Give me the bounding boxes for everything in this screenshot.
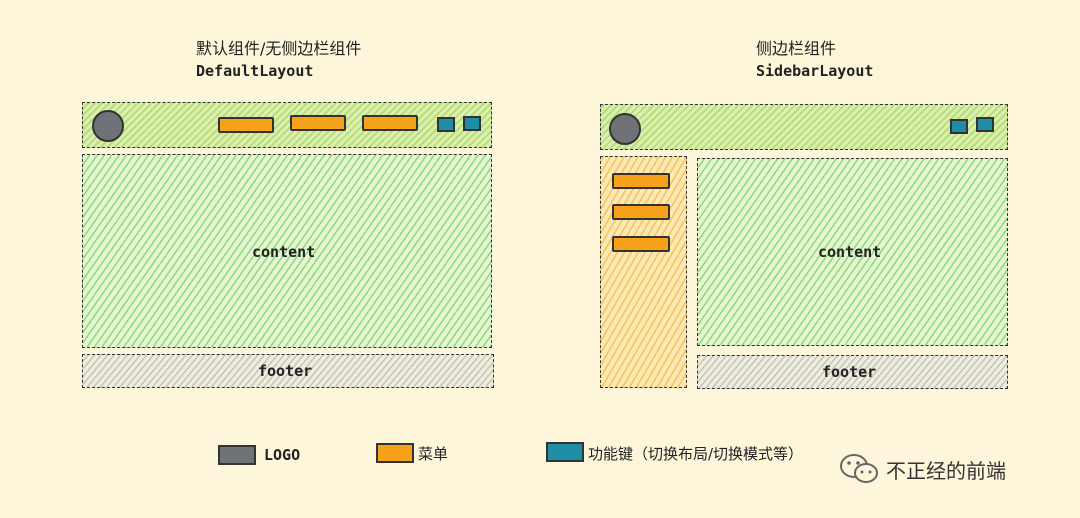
sidebar-logo-icon [609,113,641,145]
sidebar-layout-title-en: SidebarLayout [756,62,874,80]
sidebar-header [600,104,1008,150]
default-header [82,102,492,148]
sidebar-content [697,158,1008,346]
sidebar-function-key-1 [950,119,968,134]
sidebar-footer-label: footer [822,363,877,381]
watermark-text: 不正经的前端 [886,459,1006,483]
wechat-icon [840,454,878,483]
sidebar-content-label: content [818,243,882,261]
sidebar-footer [697,355,1008,389]
default-footer [82,354,494,388]
sidebar-menu-item-2 [612,204,670,220]
sidebar-layout-title-zh: 侧边栏组件 [756,39,837,58]
default-layout-title-zh: 默认组件/无侧边栏组件 [196,39,362,58]
default-menu-item-2 [290,115,346,131]
default-function-key-1 [437,117,455,132]
legend-menu-label: 菜单 [418,445,449,463]
sidebar-menu-item-1 [612,173,670,189]
sidebar-menu-item-3 [612,236,670,252]
default-layout-title: 默认组件/无侧边栏组件 DefaultLayout [196,38,361,82]
legend-logo-label: LOGO [264,446,301,464]
sidebar-layout-title: 侧边栏组件 SidebarLayout [756,38,873,82]
legend-logo-swatch [218,445,256,465]
default-content-label: content [252,243,316,261]
legend-function-key-swatch [546,442,584,462]
default-menu-item-1 [218,117,274,133]
sidebar-panel [600,156,687,388]
default-content [82,154,492,348]
default-menu-item-3 [362,115,418,131]
sidebar-function-key-2 [976,117,994,132]
default-footer-label: footer [258,362,313,380]
default-function-key-2 [463,116,481,131]
legend-function-key-label: 功能键（切换布局/切换模式等） [588,445,804,463]
legend-menu-swatch [376,443,414,463]
default-logo-icon [92,110,124,142]
default-layout-title-en: DefaultLayout [196,62,314,80]
